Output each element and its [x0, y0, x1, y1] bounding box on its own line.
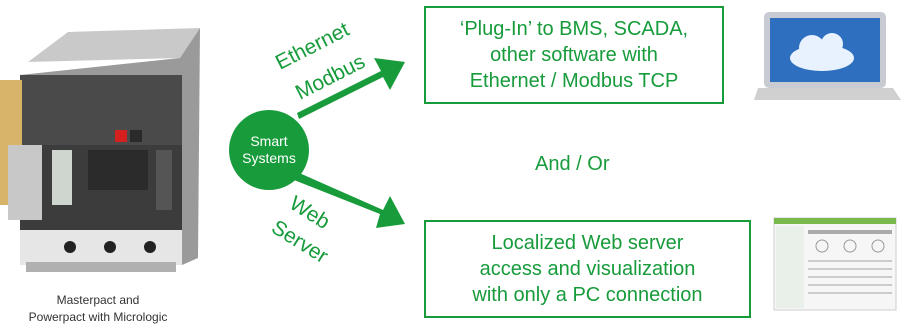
laptop-icon — [754, 12, 901, 100]
bms-line3: Ethernet / Modbus TCP — [469, 70, 679, 92]
web-line2: access and visualization — [479, 258, 696, 280]
ethernet-arrow — [297, 58, 405, 119]
web-server-box: Localized Web server access and visualiz… — [424, 220, 751, 318]
caption-line2: Powerpact with Micrologic — [28, 310, 168, 324]
web-server-arrow — [294, 172, 405, 228]
and-or-label: And / Or — [535, 153, 610, 175]
smart-systems-hub: Smart Systems — [229, 110, 309, 190]
bms-line2: other software with — [490, 44, 658, 66]
circuit-breaker-image — [0, 28, 200, 272]
caption-line1: Masterpact and — [56, 293, 140, 307]
web-line3: with only a PC connection — [472, 284, 703, 306]
web-interface-screenshot — [773, 217, 897, 311]
bms-scada-box: ‘Plug-In’ to BMS, SCADA, other software … — [424, 6, 724, 104]
product-caption: Masterpact and Powerpact with Micrologic — [0, 292, 196, 326]
bms-line1: ‘Plug-In’ to BMS, SCADA, — [459, 18, 689, 40]
web-line1: Localized Web server — [491, 232, 684, 254]
hub-label-line1: Smart — [250, 133, 288, 149]
hub-label-line2: Systems — [242, 150, 296, 166]
